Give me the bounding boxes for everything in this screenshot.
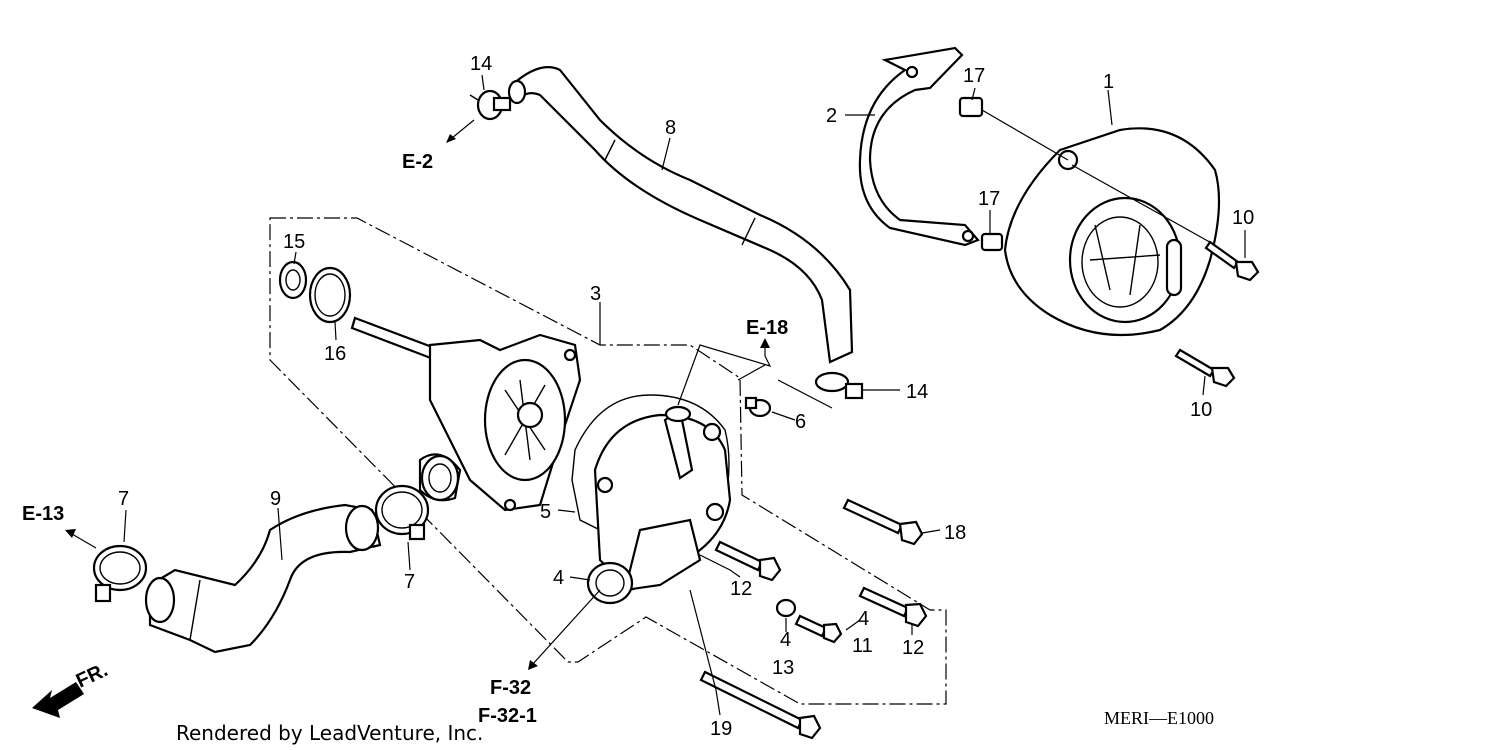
label-part-15: 15	[283, 231, 305, 253]
collar-upper[interactable]	[958, 96, 984, 118]
bolt-12-right[interactable]	[858, 586, 928, 628]
ref-e13: E-13	[22, 503, 64, 525]
pump-cover[interactable]	[1003, 127, 1221, 337]
diagram-code: MERI—E1000	[1104, 708, 1214, 728]
bolt-12-center[interactable]	[714, 540, 782, 582]
arrow-e13	[65, 529, 76, 538]
ref-f32-1: F-32-1	[478, 705, 537, 727]
label-part-6: 6	[795, 411, 806, 433]
hose-clamp-left[interactable]	[92, 544, 148, 603]
o-ring[interactable]	[308, 266, 352, 324]
washer[interactable]	[775, 598, 797, 618]
label-part-4-left: 4	[553, 567, 564, 589]
label-part-14-top: 14	[470, 53, 492, 75]
arrow-e18	[760, 338, 770, 348]
label-part-5: 5	[540, 501, 551, 523]
label-part-8: 8	[665, 117, 676, 139]
label-part-17-top: 17	[963, 65, 985, 87]
ref-e2: E-2	[402, 151, 433, 173]
label-part-2: 2	[826, 105, 837, 127]
assembly-outline	[269, 217, 947, 705]
label-part-18: 18	[944, 522, 966, 544]
label-part-4-bottom: 4	[780, 629, 791, 651]
oil-seal[interactable]	[278, 260, 308, 300]
label-part-11: 11	[852, 635, 873, 657]
cover-bolt-lower[interactable]	[1174, 348, 1236, 388]
label-part-3: 3	[590, 283, 601, 305]
label-part-4-right: 4	[858, 608, 869, 630]
label-part-12-right: 12	[902, 637, 924, 659]
arrow-f32	[528, 660, 538, 670]
hose-clamp-center[interactable]	[374, 484, 430, 541]
small-clamp[interactable]	[744, 396, 772, 418]
arrow-e2	[446, 134, 456, 143]
label-part-10-top: 10	[1232, 207, 1254, 229]
front-direction-arrow	[32, 682, 84, 718]
label-part-13: 13	[772, 657, 794, 679]
water-pump-body[interactable]	[350, 316, 582, 512]
label-part-10-bottom: 10	[1190, 399, 1212, 421]
collar-lower[interactable]	[980, 232, 1004, 252]
bolt-11[interactable]	[794, 614, 843, 644]
ref-f32: F-32	[490, 677, 531, 699]
ref-e18: E-18	[746, 317, 788, 339]
label-part-7-left: 7	[118, 488, 129, 510]
label-part-7-center: 7	[404, 571, 415, 593]
hose-clamp-right[interactable]	[814, 371, 864, 400]
hose-clamp-top[interactable]	[469, 89, 512, 121]
label-part-17-bottom: 17	[978, 188, 1000, 210]
label-part-12-center: 12	[730, 578, 752, 600]
upper-water-hose[interactable]	[507, 66, 854, 364]
label-part-9: 9	[270, 488, 281, 510]
bolt-18[interactable]	[842, 498, 924, 546]
label-part-19: 19	[710, 718, 732, 740]
bolt-19[interactable]	[699, 670, 822, 740]
water-pump-cover[interactable]	[586, 405, 732, 605]
credit-text: Rendered by LeadVenture, Inc.	[176, 721, 483, 745]
cover-bracket[interactable]	[858, 46, 980, 247]
lower-water-hose[interactable]	[144, 503, 382, 654]
cover-bolt-upper[interactable]	[1204, 240, 1260, 282]
label-part-14-right: 14	[906, 381, 928, 403]
label-part-16: 16	[324, 343, 346, 365]
label-part-1: 1	[1103, 71, 1114, 93]
